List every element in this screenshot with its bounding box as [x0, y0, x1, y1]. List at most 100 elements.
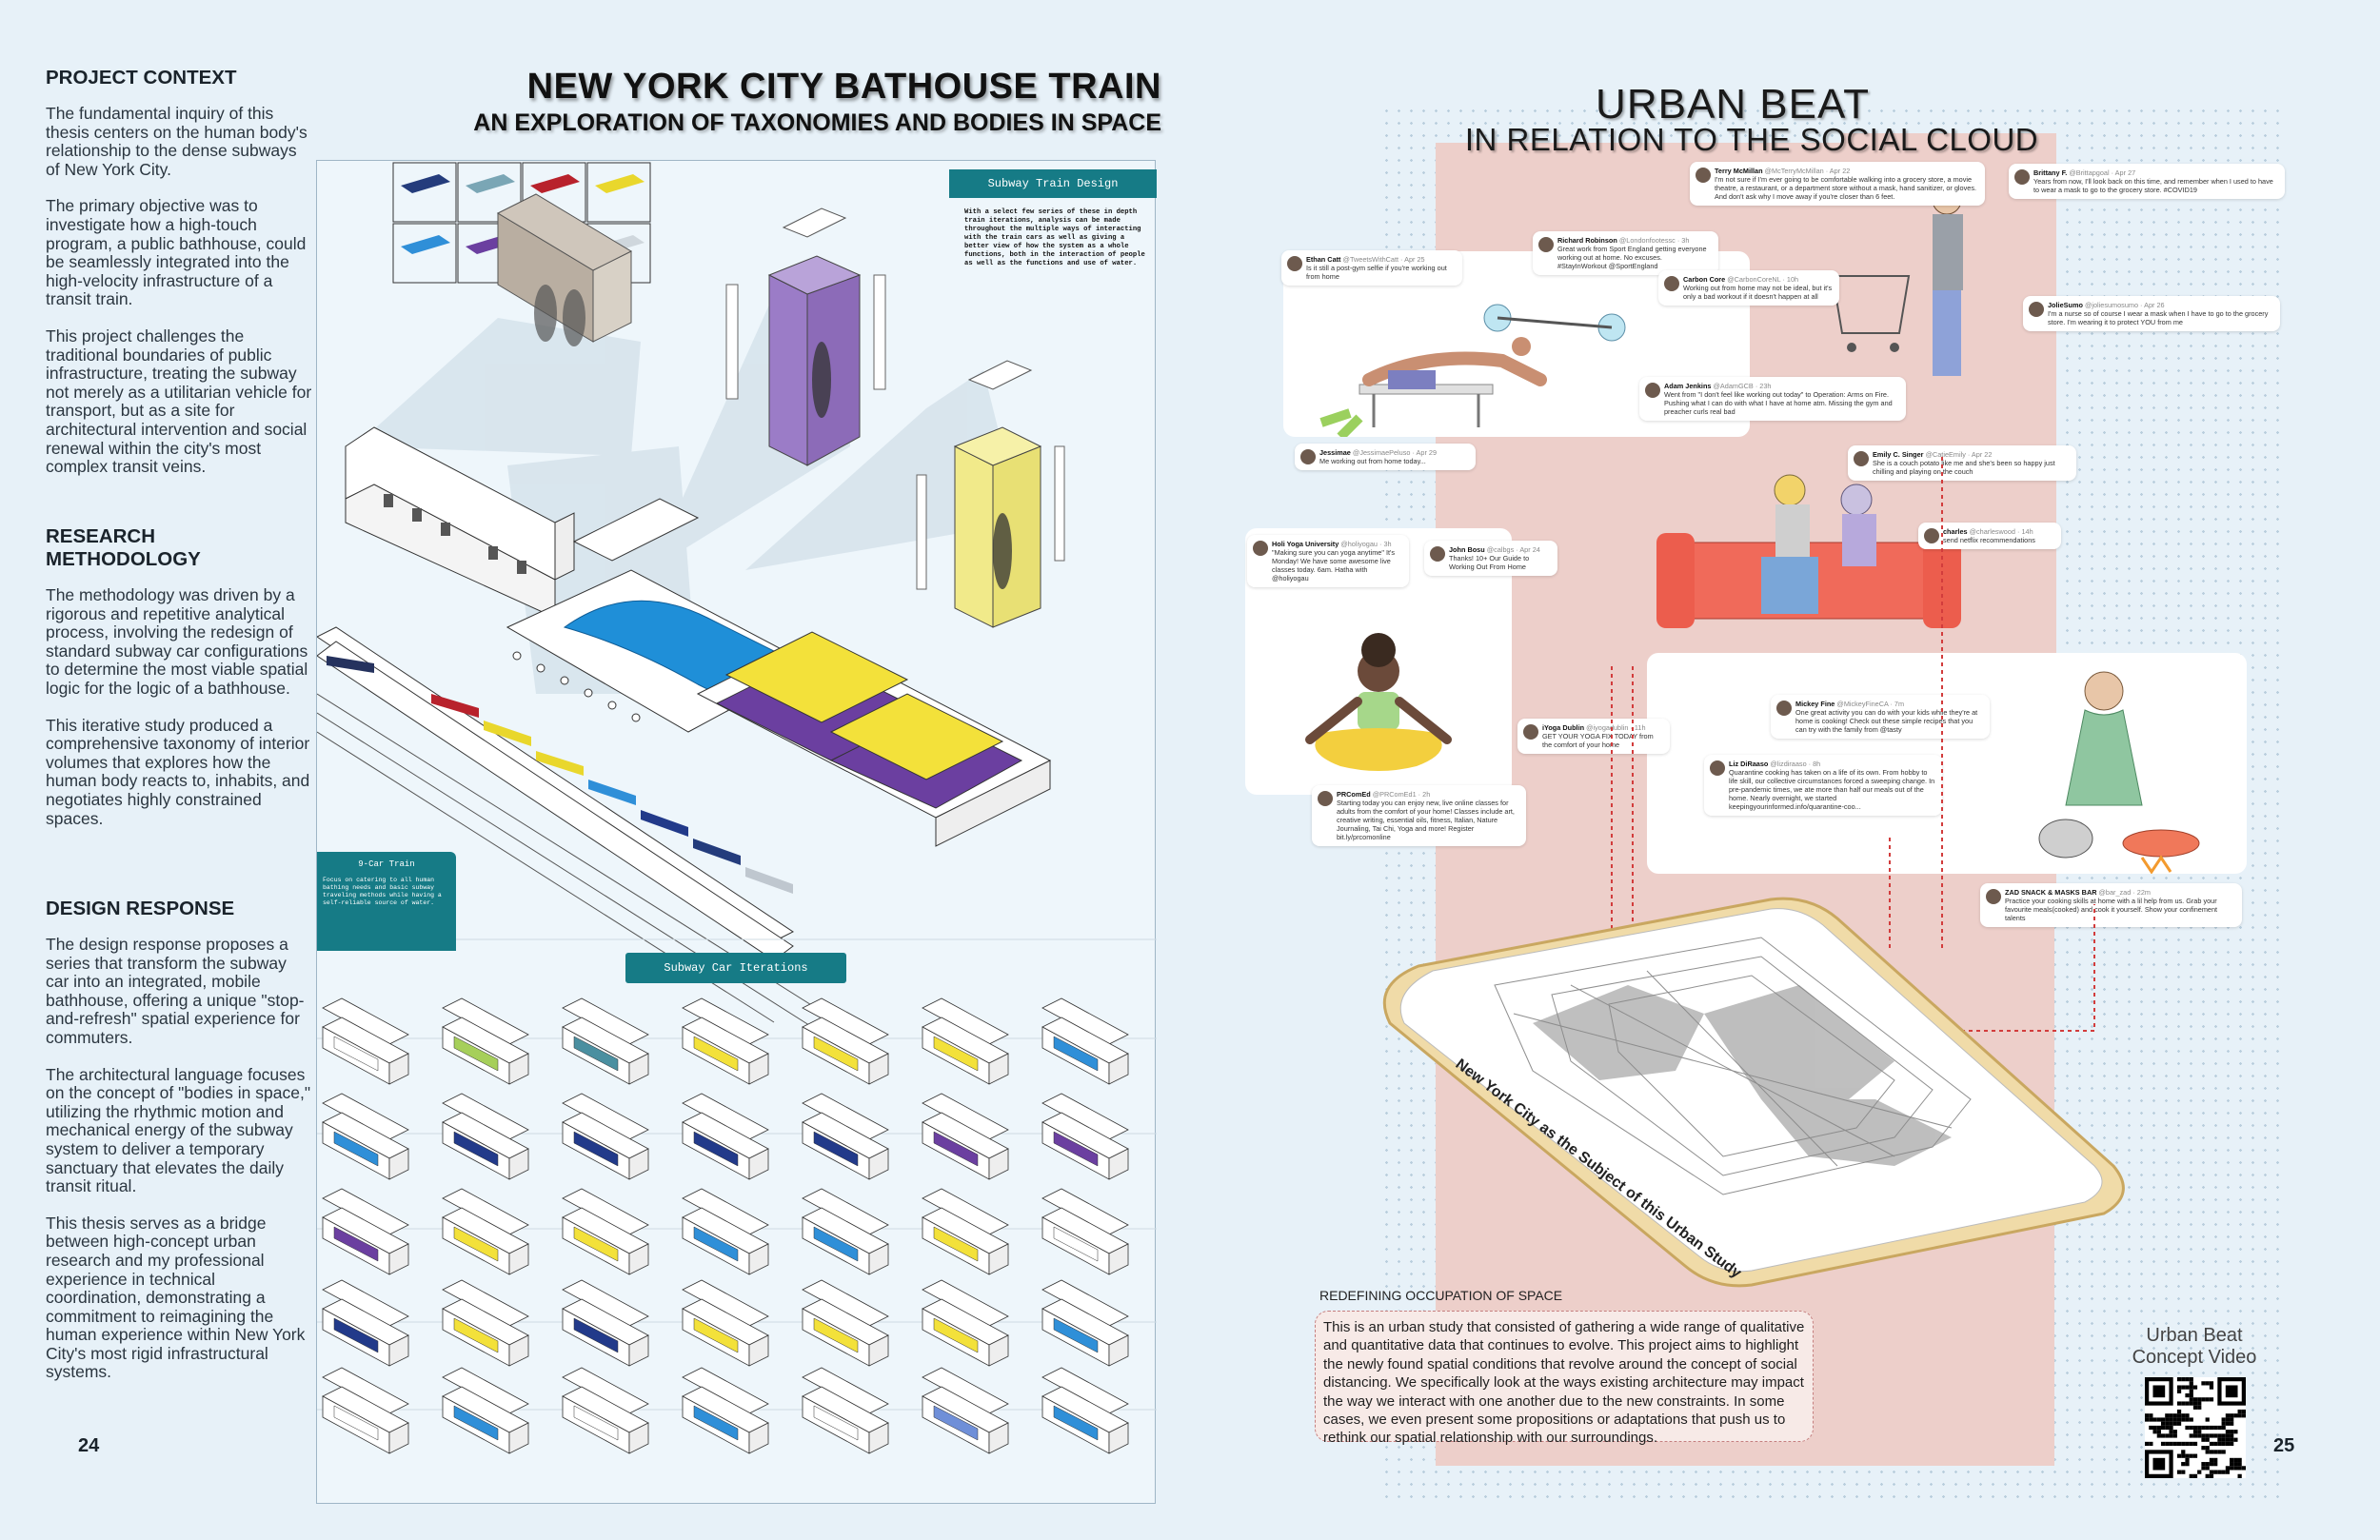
white-subway-car [345, 426, 575, 619]
tweet-handle: @JessimaePeluso · Apr 29 [1352, 448, 1438, 457]
avatar[interactable] [1645, 383, 1660, 398]
nine-car-train-label: 9-Car Train [358, 859, 415, 869]
page-number-left: 24 [78, 1435, 100, 1456]
tweet-author: Terry McMillan [1715, 167, 1763, 175]
iteration-thumbnail [442, 997, 529, 1085]
design-response-p3: This thesis serves as a bridge between h… [46, 1213, 306, 1382]
tweet-text: GET YOUR YOGA FIX TODAY from the comfort… [1542, 732, 1654, 749]
tweet-author: Holi Yoga University [1272, 540, 1339, 548]
research-methodology-section: RESEARCH METHODOLOGY The methodology was… [46, 525, 312, 846]
nine-car-train-box: 9-Car Train Focus on catering to all hum… [317, 852, 456, 951]
iteration-thumbnail [562, 1279, 649, 1367]
tweet-handle: @CatieEmily · Apr 22 [1925, 450, 1993, 459]
avatar[interactable] [2029, 302, 2044, 317]
iteration-thumbnail [322, 1367, 409, 1454]
tweet-text: Me working out from home today... [1319, 457, 1426, 465]
iteration-thumbnail [442, 1367, 529, 1454]
avatar[interactable] [1538, 237, 1554, 252]
research-methodology-p2: This iterative study produced a comprehe… [46, 715, 310, 828]
tweet-author: Jessimae [1319, 448, 1351, 457]
subway-drawing-svg [316, 162, 1157, 1411]
nine-car-train-note: Focus on catering to all human bathing n… [323, 877, 442, 906]
avatar[interactable] [1710, 760, 1725, 776]
avatar[interactable] [1287, 256, 1302, 271]
locker-car [696, 631, 1052, 847]
subway-car-iterations-label: Subway Car Iterations [625, 953, 846, 983]
avatar[interactable] [1253, 541, 1268, 556]
iteration-thumbnail [922, 1188, 1009, 1275]
design-response-p1: The design response proposes a series th… [46, 935, 305, 1047]
tweet-text: Is it still a post-gym selfie if you're … [1306, 264, 1447, 281]
tweet-text: send netflix recommendations [1943, 536, 2035, 544]
tweet-handle: @iyogadublin · 11h [1586, 723, 1646, 732]
tweet-card[interactable]: Terry McMillan @McTerryMcMillan · Apr 22… [1690, 162, 1985, 206]
tweet-author: charles [1943, 527, 1968, 536]
tweet-text: "Making sure you can yoga anytime" It's … [1272, 548, 1396, 582]
avatar[interactable] [1776, 701, 1792, 716]
design-response-p2: The architectural language focuses on th… [46, 1064, 311, 1196]
iteration-thumbnail [1041, 1188, 1129, 1275]
avatar[interactable] [1318, 791, 1333, 806]
iteration-thumbnail [562, 1367, 649, 1454]
research-methodology-heading: RESEARCH METHODOLOGY [46, 525, 201, 570]
project-context-p1: The fundamental inquiry of this thesis c… [46, 104, 307, 179]
tweet-text: Years from now, I'll look back on this t… [2033, 177, 2273, 194]
tweet-text: I'm not sure if I'm ever going to be com… [1715, 175, 1976, 201]
tweet-text: Starting today you can enjoy new, live o… [1337, 799, 1515, 841]
iteration-thumbnail [322, 1093, 409, 1180]
iteration-thumbnail [802, 1279, 889, 1367]
tweet-author: Ethan Catt [1306, 255, 1341, 264]
iteration-thumbnail [922, 1367, 1009, 1454]
iteration-thumbnail [922, 997, 1009, 1085]
avatar[interactable] [1696, 168, 1711, 183]
tweet-handle: @CarbonCoreNL · 10h [1727, 275, 1799, 284]
avatar[interactable] [1523, 724, 1538, 740]
avatar[interactable] [1300, 449, 1316, 464]
tweet-handle: @PRComEd1 · 2h [1372, 790, 1431, 799]
purple-shower-volume [725, 207, 886, 466]
tweet-text: Practice your cooking skills at home wit… [2005, 897, 2218, 922]
avatar[interactable] [1430, 546, 1445, 562]
avatar[interactable] [1854, 451, 1869, 466]
tweet-author: Emily C. Singer [1873, 450, 1924, 459]
tweet-author: iYoga Dublin [1542, 723, 1585, 732]
tweet-text: Working out from home may not be ideal, … [1683, 284, 1833, 301]
tweet-card[interactable]: Holi Yoga University @holiyogau · 3h"Mak… [1247, 535, 1409, 587]
couch-illustration [1656, 474, 1961, 628]
iteration-thumbnail [442, 1188, 529, 1275]
iteration-thumbnail [682, 1367, 769, 1454]
avatar[interactable] [2014, 169, 2030, 185]
tweet-author: Richard Robinson [1557, 236, 1617, 245]
tweet-author: Brittany F. [2033, 168, 2068, 177]
avatar[interactable] [1664, 276, 1679, 291]
qr-code-icon[interactable] [2145, 1377, 2246, 1478]
tweet-author: Carbon Core [1683, 275, 1726, 284]
tweet-author: PRComEd [1337, 790, 1371, 799]
avatar[interactable] [1924, 528, 1939, 543]
tweet-text: One great activity you can do with your … [1795, 708, 1978, 734]
tweet-handle: @holiyogau · 3h [1340, 540, 1392, 548]
tweet-text: Went from "I don't feel like working out… [1664, 390, 1893, 416]
iteration-thumbnail [1041, 1367, 1129, 1454]
iteration-thumbnail [562, 1093, 649, 1180]
cooking-illustration-box [1647, 653, 2247, 875]
iteration-thumbnail [682, 997, 769, 1085]
design-response-section: DESIGN RESPONSE The design response prop… [46, 898, 312, 1400]
avatar[interactable] [1986, 889, 2001, 904]
subway-train-design-note: With a select few series of these in dep… [964, 208, 1145, 267]
